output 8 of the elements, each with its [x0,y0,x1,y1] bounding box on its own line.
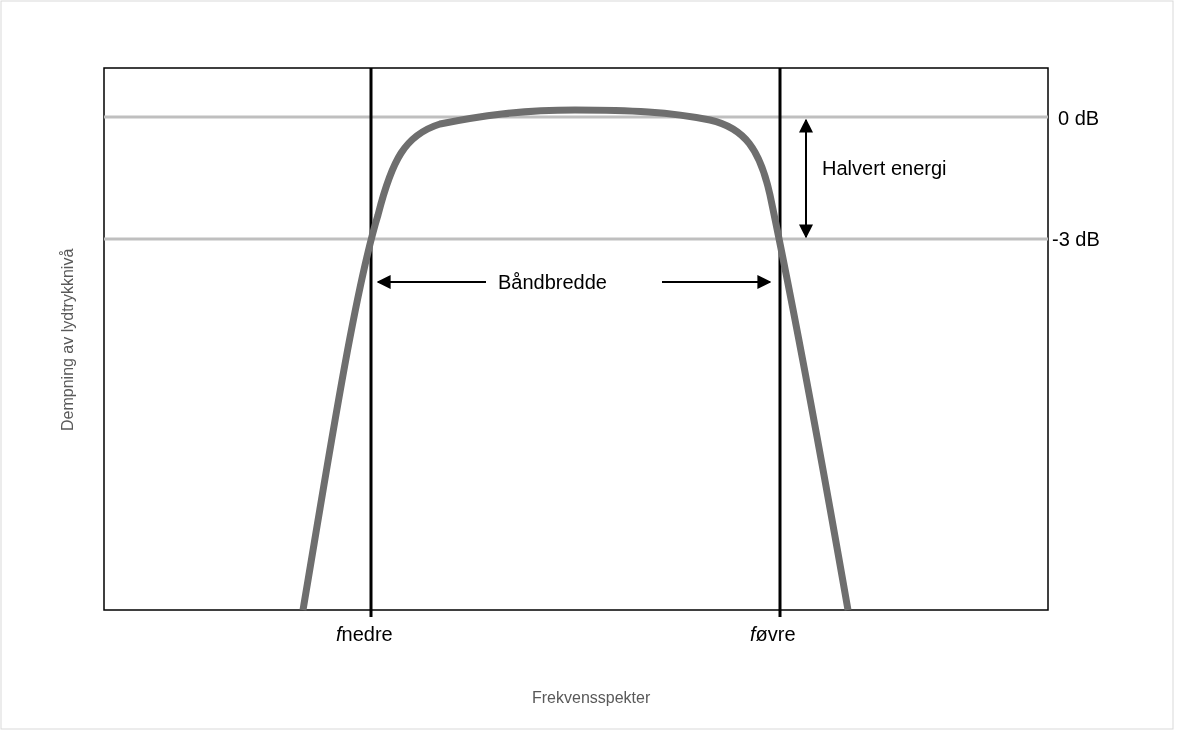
axis-title: Dempning av lydtrykknivå [58,248,77,431]
frequency-label: fnedre [336,622,393,646]
frequency-label: føvre [750,622,796,646]
level-label: -3 dB [1052,227,1100,251]
annotation-label: Halvert energi [822,156,947,180]
annotation-label: Båndbredde [498,270,607,294]
axis-title: Frekvensspekter [532,688,651,708]
level-label: 0 dB [1058,106,1100,130]
